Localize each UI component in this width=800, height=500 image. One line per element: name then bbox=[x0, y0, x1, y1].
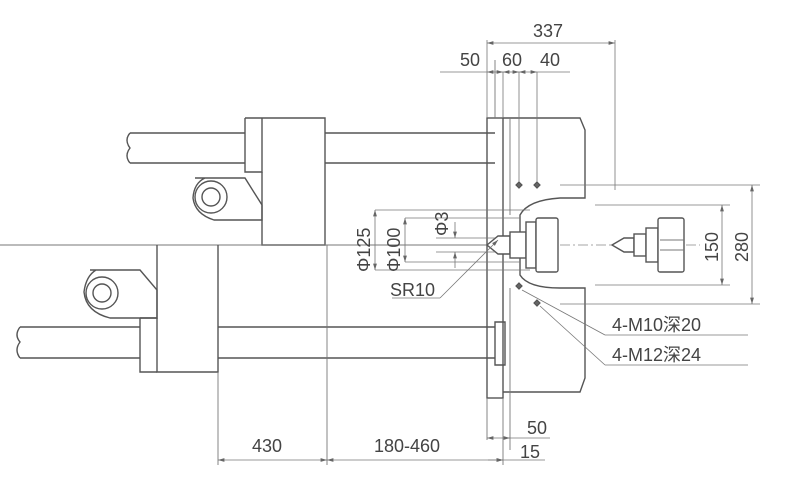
dim-337: 337 bbox=[533, 21, 563, 41]
dim-m12: 4-M12深24 bbox=[612, 345, 701, 365]
dim-280: 280 bbox=[732, 232, 752, 262]
dim-430: 430 bbox=[252, 436, 282, 456]
nozzle-assembly bbox=[560, 217, 700, 273]
dimension-lines bbox=[218, 40, 760, 462]
dim-180-460: 180-460 bbox=[374, 436, 440, 456]
dim-top-40: 40 bbox=[540, 50, 560, 70]
dim-150: 150 bbox=[702, 232, 722, 262]
dim-sr10: SR10 bbox=[390, 280, 435, 300]
dim-dia-125: Φ125 bbox=[354, 228, 374, 272]
dimension-labels: 337 50 60 40 Φ125 Φ100 Φ3 SR10 150 280 4… bbox=[252, 21, 752, 462]
fixed-platen bbox=[485, 60, 586, 465]
dim-dia-3: Φ3 bbox=[432, 212, 452, 236]
dim-top-50: 50 bbox=[460, 50, 480, 70]
dim-dia-100: Φ100 bbox=[384, 228, 404, 272]
dim-bottom-50: 50 bbox=[527, 418, 547, 438]
dim-m10: 4-M10深20 bbox=[612, 315, 701, 335]
dim-bottom-15: 15 bbox=[520, 442, 540, 462]
machine-body bbox=[0, 117, 506, 465]
dim-top-60: 60 bbox=[502, 50, 522, 70]
